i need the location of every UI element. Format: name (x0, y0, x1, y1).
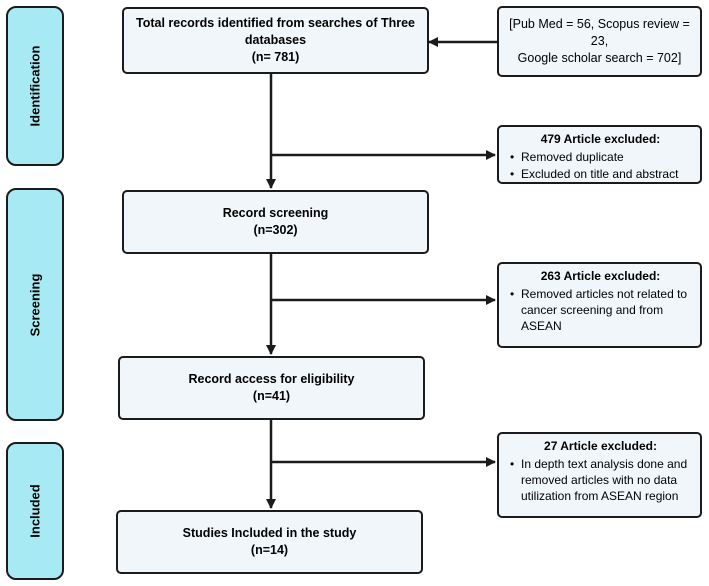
phase-screening-label: Screening (27, 273, 43, 336)
sources-line-2: Google scholar search = 702] (517, 51, 682, 65)
exclusion-2-item: Removed articles not related to cancer s… (510, 286, 692, 334)
exclusion-1-item: Removed duplicate (510, 149, 692, 165)
identified-count: (n= 781) (251, 50, 300, 64)
exclusion-box-2: 263 Article excluded: Removed articles n… (497, 262, 702, 348)
screening-count: (n=302) (253, 223, 298, 237)
exclusion-2-heading: 263 Article excluded: (540, 269, 661, 283)
phase-included: Included (6, 442, 64, 580)
eligibility-box: Record access for eligibility (n=41) (118, 356, 425, 420)
identified-line-1: Total records identified from searches o… (135, 16, 415, 30)
exclusion-box-1: 479 Article excluded: Removed duplicate … (497, 125, 702, 184)
eligibility-count: (n=41) (252, 389, 291, 403)
phase-identification-label: Identification (27, 45, 43, 127)
included-title: Studies Included in the study (182, 526, 357, 540)
exclusion-1-heading: 479 Article excluded: (540, 132, 661, 146)
phase-included-label: Included (27, 484, 43, 538)
sources-line-1: [Pub Med = 56, Scopus review = 23, (509, 17, 690, 48)
exclusion-3-item: In depth text analysis done and removed … (510, 456, 692, 504)
identified-records-box: Total records identified from searches o… (122, 7, 429, 74)
exclusion-3-heading: 27 Article excluded: (544, 439, 657, 453)
included-count: (n=14) (250, 543, 289, 557)
phase-screening: Screening (6, 188, 64, 421)
included-studies-box: Studies Included in the study (n=14) (116, 510, 423, 574)
eligibility-title: Record access for eligibility (188, 372, 355, 386)
exclusion-1-item: Excluded on title and abstract (510, 166, 692, 182)
identified-line-2: databases (244, 33, 307, 47)
database-sources-box: [Pub Med = 56, Scopus review = 23, Googl… (497, 6, 702, 77)
phase-identification: Identification (6, 6, 64, 166)
record-screening-box: Record screening (n=302) (122, 190, 429, 254)
screening-title: Record screening (222, 206, 329, 220)
exclusion-box-3: 27 Article excluded: In depth text analy… (497, 432, 702, 518)
